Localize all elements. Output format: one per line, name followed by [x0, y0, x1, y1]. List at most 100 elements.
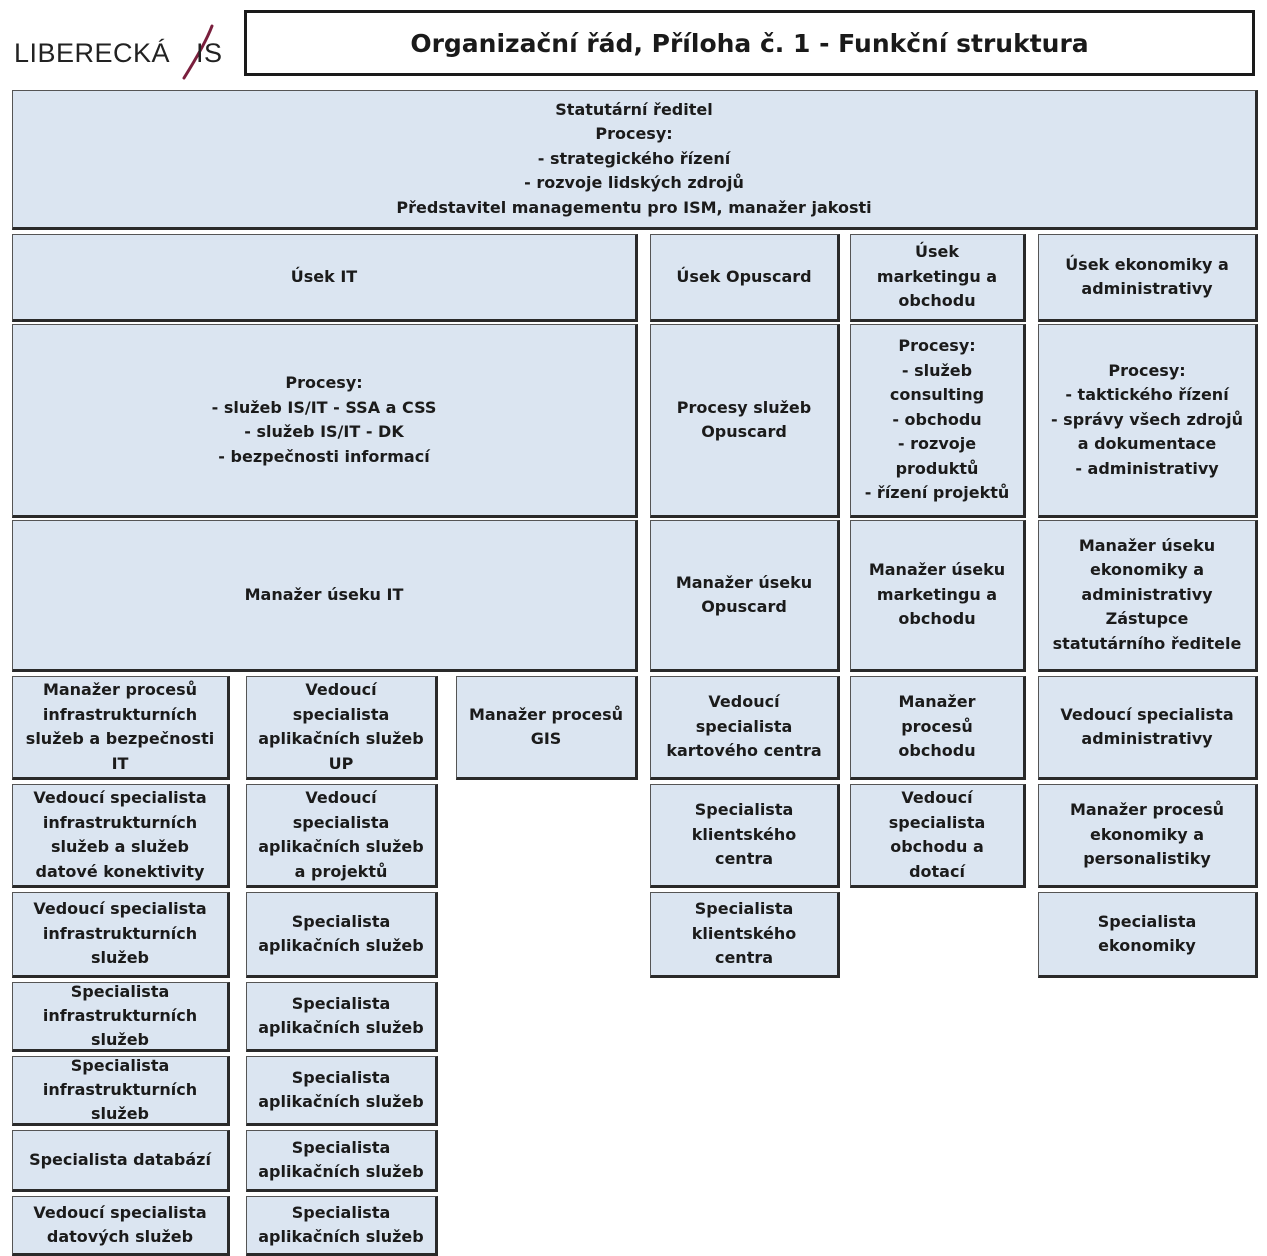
- box-specialista-klientskeho-1: Specialista klientského centra: [650, 784, 840, 888]
- box-line: administrativy: [1081, 279, 1213, 298]
- box-manazer-useku-it: Manažer úseku IT: [12, 520, 638, 672]
- box-line: kartového centra: [666, 741, 822, 761]
- box-line: Úsek Opuscard: [676, 266, 812, 286]
- box-line: Manažer úseku: [675, 572, 813, 592]
- box-vedouci-specialista-obchodu: Vedoucí specialista obchodu a dotací: [850, 784, 1026, 888]
- box-vedouci-specialista-infra: Vedoucí specialista infrastrukturních sl…: [12, 892, 230, 978]
- box-usek-marketingu: Úsek marketingu a obchodu: [850, 234, 1026, 322]
- box-line: klientského: [691, 824, 797, 844]
- box-line: obchodu: [898, 741, 976, 761]
- page-title: Organizační řád, Příloha č. 1 - Funkční …: [410, 28, 1089, 58]
- box-line: služeb: [90, 1030, 149, 1049]
- box-line: UP: [328, 753, 354, 773]
- box-line: Manažer: [898, 692, 976, 712]
- box-line: Zástupce: [1105, 609, 1189, 629]
- box-line: Specialista: [291, 1202, 391, 1222]
- box-line: Vedoucí specialista: [33, 1202, 207, 1222]
- box-line: produktů: [895, 458, 979, 478]
- box-line: a projektů: [294, 861, 388, 881]
- box-line: infrastrukturních: [42, 1080, 198, 1099]
- box-line: ekonomiky a: [1089, 560, 1205, 580]
- box-line: klientského: [691, 923, 797, 943]
- box-line: Vedoucí: [901, 788, 973, 807]
- box-line: infrastrukturních: [42, 812, 198, 832]
- box-manazer-procesu-ekonomiky: Manažer procesů ekonomiky a personalisti…: [1038, 784, 1258, 888]
- box-line: - administrativy: [1075, 458, 1219, 478]
- box-line: Úsek ekonomiky a: [1065, 254, 1229, 274]
- box-line: dotací: [909, 861, 965, 881]
- box-line: Specialista: [694, 899, 794, 919]
- box-line: Vedoucí specialista: [1060, 704, 1234, 724]
- box-line: aplikačních služeb: [258, 837, 424, 856]
- box-line: infrastrukturních: [42, 704, 198, 724]
- box-procesy-it: Procesy: - služeb IS/IT - SSA a CSS - sl…: [12, 324, 638, 518]
- box-line: aplikačních služeb: [258, 1162, 424, 1181]
- box-specialista-app-3: Specialista aplikačních služeb: [246, 1056, 438, 1126]
- box-vedouci-specialista-datovych: Vedoucí specialista datových služeb: [12, 1196, 230, 1256]
- box-specialista-app-4: Specialista aplikačních služeb: [246, 1130, 438, 1192]
- box-line: služeb a bezpečnosti: [25, 729, 215, 748]
- box-manazer-procesu-infrastruktury: Manažer procesů infrastrukturních služeb…: [12, 676, 230, 780]
- box-line: Procesy:: [595, 124, 673, 144]
- box-line: Úsek IT: [290, 266, 358, 286]
- box-line: Představitel managementu pro ISM, manaže…: [396, 197, 872, 217]
- box-specialista-app-1: Specialista aplikačních služeb: [246, 892, 438, 978]
- box-line: aplikačních služeb: [258, 729, 424, 748]
- box-manazer-useku-opuscard: Manažer úseku Opuscard: [650, 520, 840, 672]
- box-line: Procesy:: [1108, 360, 1186, 380]
- box-line: ekonomiky: [1098, 936, 1196, 955]
- box-usek-opuscard: Úsek Opuscard: [650, 234, 840, 322]
- box-line: administrativy: [1081, 729, 1213, 748]
- box-specialista-klientskeho-2: Specialista klientského centra: [650, 892, 840, 978]
- box-line: Úsek: [914, 242, 959, 262]
- box-line: IT: [111, 753, 129, 773]
- box-procesy-ekonomiky: Procesy: - taktického řízení - správy vš…: [1038, 324, 1258, 518]
- box-line: Procesy:: [898, 336, 976, 356]
- box-line: - služeb: [901, 360, 973, 380]
- box-line: Manažer úseku IT: [244, 584, 404, 604]
- box-line: centra: [714, 849, 774, 869]
- box-specialista-ekonomiky: Specialista ekonomiky: [1038, 892, 1258, 978]
- box-line: datové konektivity: [35, 861, 205, 881]
- box-line: - strategického řízení: [537, 148, 731, 168]
- box-line: Specialista: [1097, 911, 1197, 931]
- box-line: Manažer procesů: [468, 704, 624, 724]
- box-line: aplikačních služeb: [258, 1092, 424, 1111]
- box-line: Manažer úseku: [1078, 535, 1216, 555]
- logo-text-right: IS: [196, 38, 223, 68]
- title-box: Organizační řád, Příloha č. 1 - Funkční …: [244, 10, 1255, 76]
- box-vedouci-specialista-administrativy: Vedoucí specialista administrativy: [1038, 676, 1258, 780]
- box-line: Specialista: [291, 1067, 391, 1087]
- box-line: specialista: [292, 812, 390, 832]
- box-line: služeb: [90, 948, 149, 968]
- box-line: Specialista: [291, 993, 391, 1013]
- box-line: centra: [714, 948, 774, 968]
- box-line: - rozvoje: [897, 434, 977, 454]
- box-line: - služeb IS/IT - DK: [244, 422, 404, 441]
- box-line: obchodu: [898, 291, 976, 311]
- box-line: specialista: [888, 812, 986, 832]
- box-line: aplikačních služeb: [258, 1018, 424, 1037]
- box-line: infrastrukturních: [42, 1006, 198, 1025]
- box-line: služeb: [90, 1104, 149, 1123]
- box-line: specialista: [292, 704, 390, 724]
- box-line: Vedoucí: [305, 788, 377, 807]
- box-line: - správy všech zdrojů: [1050, 409, 1244, 429]
- box-line: Manažer procesů: [42, 680, 198, 699]
- box-line: Specialista: [291, 911, 391, 931]
- box-manazer-procesu-gis: Manažer procesů GIS: [456, 676, 638, 780]
- box-line: služeb a služeb: [51, 837, 189, 856]
- box-line: Specialista: [70, 1056, 170, 1075]
- box-line: - bezpečnosti informací: [218, 446, 430, 466]
- box-line: personalistiky: [1083, 849, 1211, 869]
- box-line: Procesy:: [285, 373, 363, 392]
- box-line: Vedoucí specialista: [33, 899, 207, 919]
- box-line: obchodu: [898, 609, 976, 629]
- logo-text-left: LIBERECKÁ: [14, 38, 171, 68]
- box-vedouci-specialista-kartoveho: Vedoucí specialista kartového centra: [650, 676, 840, 780]
- box-procesy-opuscard: Procesy služeb Opuscard: [650, 324, 840, 518]
- box-manazer-useku-marketingu: Manažer úseku marketingu a obchodu: [850, 520, 1026, 672]
- box-specialista-app-5: Specialista aplikačních služeb: [246, 1196, 438, 1256]
- box-line: GIS: [530, 729, 562, 748]
- box-vedouci-specialista-infra-dk: Vedoucí specialista infrastrukturních sl…: [12, 784, 230, 888]
